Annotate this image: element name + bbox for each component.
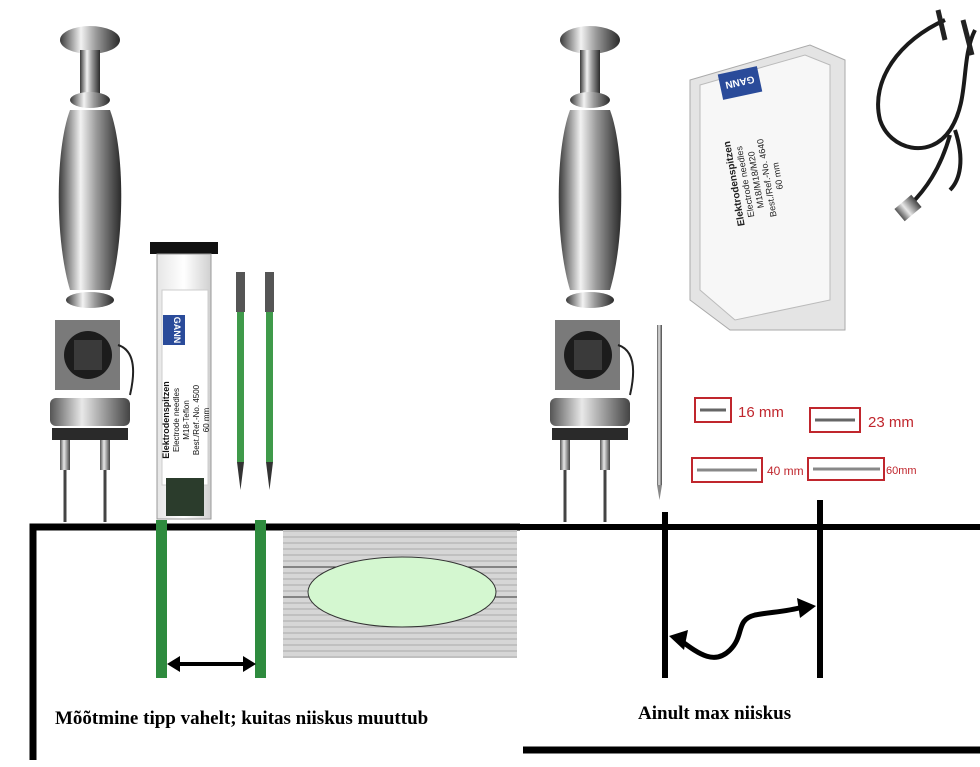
tube-line5: 60 mm xyxy=(202,407,211,432)
size-box-16 xyxy=(694,397,732,423)
electrode-tube: GANN Elektrodenspitzen Electrode needles… xyxy=(150,242,218,520)
size-box-60 xyxy=(807,457,885,481)
brand-logo-box xyxy=(717,66,763,100)
brand-logo-left xyxy=(163,315,185,345)
electrode-right xyxy=(255,520,266,678)
tube-line4: Best./Ref.-No. 4500 xyxy=(192,384,201,455)
hammer-probe-right xyxy=(550,26,634,522)
size-label-23: 23 mm xyxy=(868,414,914,431)
current-path-arrow xyxy=(678,604,804,660)
size-label-16: 16 mm xyxy=(738,404,784,421)
caption-left: Mõõtmine tipp vahelt; kuitas niiskus muu… xyxy=(55,708,429,729)
tube-brand: GANN xyxy=(172,317,182,344)
tube-line2: Electrode needles xyxy=(172,388,181,452)
box-line5: 60 mm xyxy=(770,162,785,191)
tube-line3: M18-Teflon xyxy=(182,400,191,440)
size-box-40 xyxy=(691,457,763,483)
needle-size-samples: 16 mm 23 mm 40 mm 60mm xyxy=(691,397,917,483)
right-board-diagram xyxy=(520,500,980,754)
size-label-40: 40 mm xyxy=(767,464,804,478)
hammer-probe-left xyxy=(50,26,134,522)
electrode-left xyxy=(156,520,167,678)
tube-line1: Elektrodenspitzen xyxy=(161,381,171,459)
size-box-23 xyxy=(809,407,861,433)
caption-right: Ainult max niiskus xyxy=(638,703,792,724)
green-needles xyxy=(236,272,274,490)
needle-box: GANN Elektrodenspitzen Electrode needles… xyxy=(689,44,846,331)
metal-needle xyxy=(657,325,662,500)
left-board-diagram xyxy=(29,520,520,760)
probe-cable xyxy=(876,9,977,222)
moisture-zone xyxy=(307,556,497,628)
left-board-outline xyxy=(29,523,520,760)
size-label-60: 60mm xyxy=(886,465,917,477)
